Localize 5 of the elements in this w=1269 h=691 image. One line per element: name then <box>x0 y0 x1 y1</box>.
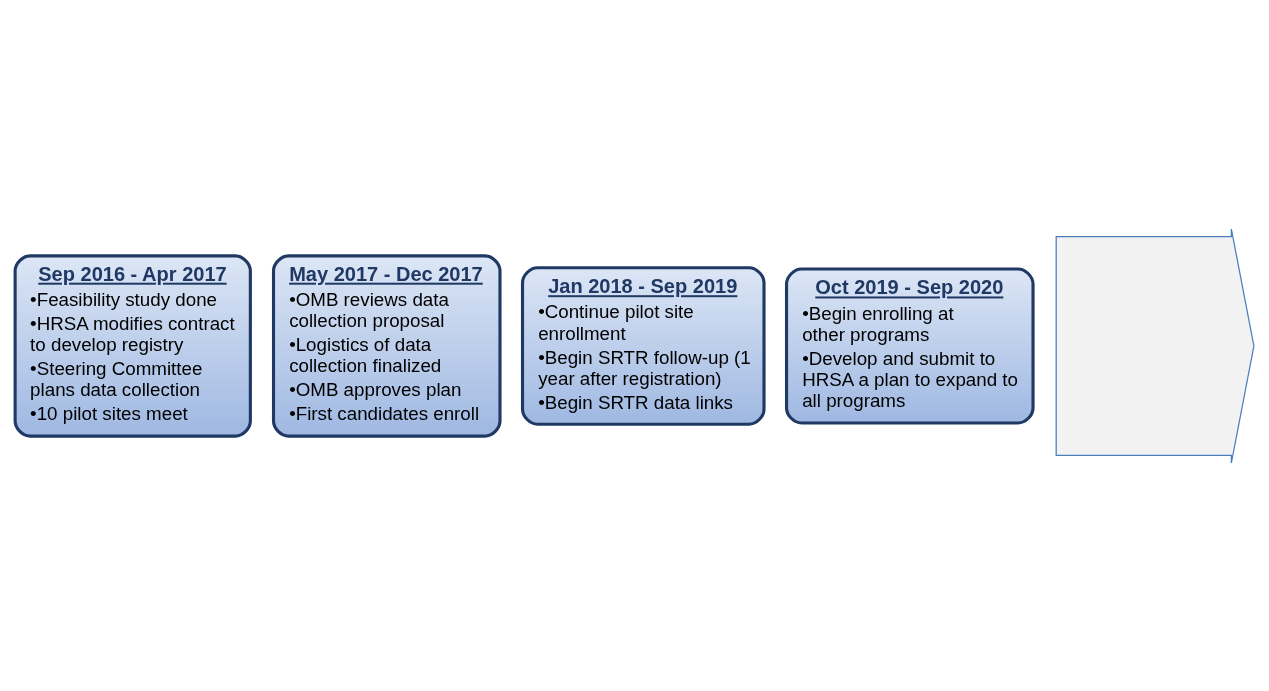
node-arrow <box>1055 227 1255 464</box>
node-box: Jan 2018 - Sep 2019 •Continue pilot site enrollment •Begin SRTR follow-up (1 year after registration) •Begin SRTR data links <box>520 265 766 426</box>
node-box: Oct 2019 - Sep 2020 •Begin enrolling at other programs •Develop and submit to HRSA a plan to expand to all programs <box>784 267 1035 424</box>
node-box: May 2017 - Dec 2017 •OMB reviews data collection proposal •Logistics of data collection finalized •OMB approves plan •First candidates enroll <box>271 253 502 438</box>
node-box: Sep 2016 - Apr 2017 •Feasibility study done •HRSA modifies contract to develop registry •Steering Committee plans data collection •10 pilot sites meet <box>13 253 252 438</box>
